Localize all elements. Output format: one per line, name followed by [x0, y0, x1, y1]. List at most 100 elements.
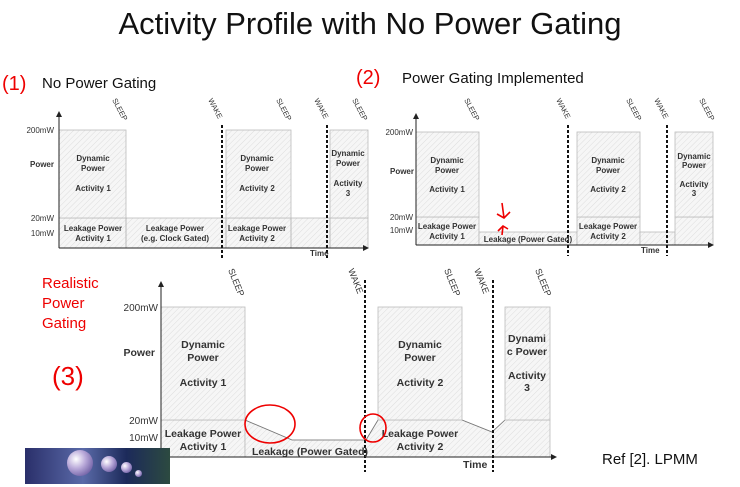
- diagram-realistic-power-gating: Realistic Power Gating (3) 200mW 20mW 10…: [42, 267, 557, 472]
- label-activity: Activity 2: [239, 184, 275, 193]
- label-activity: Activity 1: [180, 441, 227, 453]
- tick-200mw: 200mW: [124, 303, 159, 314]
- side-note-line: Realistic: [42, 275, 99, 292]
- label-activity: Activity 1: [75, 234, 111, 243]
- red-circle-annotation: [244, 404, 296, 444]
- leakage-block-activity-3: [674, 216, 714, 246]
- label-dynamic: Dynamic: [331, 149, 365, 158]
- heading-2: Power Gating Implemented: [402, 70, 584, 87]
- label-dynamic: Dynamic: [591, 156, 625, 165]
- label-power: Power: [245, 164, 269, 173]
- side-note-line: Power: [42, 295, 85, 312]
- diagram-power-gating-implemented: (2) Power Gating Implemented 200mW 20mW …: [356, 67, 717, 256]
- label-activity-number: 3: [692, 189, 697, 198]
- event-sleep: SLEEP: [350, 97, 369, 123]
- dynamic-block-activity-1: [160, 306, 246, 421]
- label-power: Power: [336, 159, 360, 168]
- tick-200mw: 200mW: [26, 126, 54, 135]
- tick-20mw: 20mW: [129, 416, 158, 427]
- label-activity: Activity 1: [180, 377, 227, 389]
- side-note: Realistic Power Gating: [42, 275, 99, 332]
- label-dynamic: Dynamic: [398, 339, 442, 351]
- event-sleep: SLEEP: [274, 97, 293, 123]
- dynamic-block-activity-3: [674, 131, 714, 218]
- tick-10mw: 10mW: [129, 433, 158, 444]
- tick-20mw: 20mW: [31, 214, 55, 223]
- y-axis-title: Power: [30, 160, 54, 169]
- nanocad-logo: [25, 448, 170, 484]
- label-activity: Activity 1: [429, 232, 465, 241]
- event-sleep: SLEEP: [462, 97, 481, 123]
- label-dynamic: Dynami: [508, 333, 546, 345]
- leakage-power-gated: [639, 231, 676, 246]
- dynamic-block-activity-3: [504, 306, 551, 421]
- diagram-no-power-gating: (1) No Power Gating 200mW 20mW 10mW Powe…: [2, 73, 370, 258]
- label-power: Power: [81, 164, 105, 173]
- event-sleep: SLEEP: [697, 97, 716, 123]
- event-sleep: SLEEP: [624, 97, 643, 123]
- tick-10mw: 10mW: [390, 226, 414, 235]
- label-activity: Activity: [508, 370, 546, 382]
- event-wake: WAKE: [206, 97, 224, 120]
- label-dynamic: Dynamic: [181, 339, 225, 351]
- annotation-label-3: (3): [52, 361, 84, 391]
- label-power: c Power: [507, 346, 547, 358]
- label-leakage-power-gated: Leakage (Power Gated): [484, 235, 573, 244]
- x-axis-title: Time: [310, 249, 329, 258]
- y-axis-title: Power: [123, 347, 155, 359]
- label-activity: Activity 2: [397, 441, 444, 453]
- dynamic-block-activity-1: [58, 129, 127, 219]
- event-sleep: SLEEP: [533, 267, 553, 298]
- leakage-block-activity-2: [576, 216, 641, 246]
- slide-title: Activity Profile with No Power Gating: [118, 6, 621, 41]
- label-power: Power: [404, 352, 436, 364]
- label-activity: Activity: [334, 179, 363, 188]
- event-sleep: SLEEP: [110, 97, 129, 123]
- label-activity-number: 3: [346, 189, 351, 198]
- label-leakage: Leakage Power: [382, 428, 458, 440]
- label-activity: Activity 2: [590, 232, 626, 241]
- label-leakage: Leakage Power: [146, 224, 204, 233]
- event-wake: WAKE: [346, 267, 365, 295]
- tick-20mw: 20mW: [390, 213, 414, 222]
- y-axis-title: Power: [390, 167, 414, 176]
- label-activity: Activity 2: [239, 234, 275, 243]
- label-power: Power: [682, 161, 706, 170]
- heading-1: No Power Gating: [42, 75, 156, 92]
- label-activity: Activity 1: [429, 185, 465, 194]
- event-wake: WAKE: [312, 97, 330, 120]
- event-wake: WAKE: [472, 267, 491, 295]
- label-power: Power: [187, 352, 219, 364]
- dynamic-block-activity-2: [225, 129, 292, 219]
- label-dynamic: Dynamic: [677, 152, 711, 161]
- red-circle-annotation: [359, 413, 387, 443]
- label-dynamic: Dynamic: [240, 154, 274, 163]
- side-note-line: Gating: [42, 315, 86, 332]
- red-arrow-down-icon: [496, 202, 511, 219]
- label-leakage-power-gated: Leakage (Power Gated): [252, 446, 368, 458]
- label-leakage: Leakage Power: [165, 428, 241, 440]
- event-wake: WAKE: [554, 97, 572, 120]
- label-power: Power: [435, 166, 459, 175]
- label-leakage: Leakage Power: [64, 224, 122, 233]
- label-activity: Activity 1: [75, 184, 111, 193]
- label-dynamic: Dynamic: [430, 156, 464, 165]
- label-leakage: Leakage Power: [579, 222, 637, 231]
- tick-10mw: 10mW: [31, 229, 55, 238]
- x-axis-title: Time: [463, 459, 487, 471]
- annotation-label-2: (2): [356, 67, 380, 89]
- label-leakage: Leakage Power: [418, 222, 476, 231]
- annotation-label-1: (1): [2, 73, 26, 95]
- label-leakage: Leakage Power: [228, 224, 286, 233]
- tick-200mw: 200mW: [385, 128, 413, 137]
- label-power: Power: [596, 166, 620, 175]
- x-axis-title: Time: [641, 246, 660, 255]
- leakage-band: [58, 217, 369, 249]
- dynamic-block-activity-2: [377, 306, 463, 421]
- event-sleep: SLEEP: [226, 267, 246, 298]
- dynamic-block-activity-3: [329, 129, 369, 219]
- label-activity-number: 3: [524, 382, 530, 394]
- dynamic-block-activity-2: [576, 131, 641, 218]
- reference-text: Ref [2]. LPMM: [602, 451, 698, 468]
- label-dynamic: Dynamic: [76, 154, 110, 163]
